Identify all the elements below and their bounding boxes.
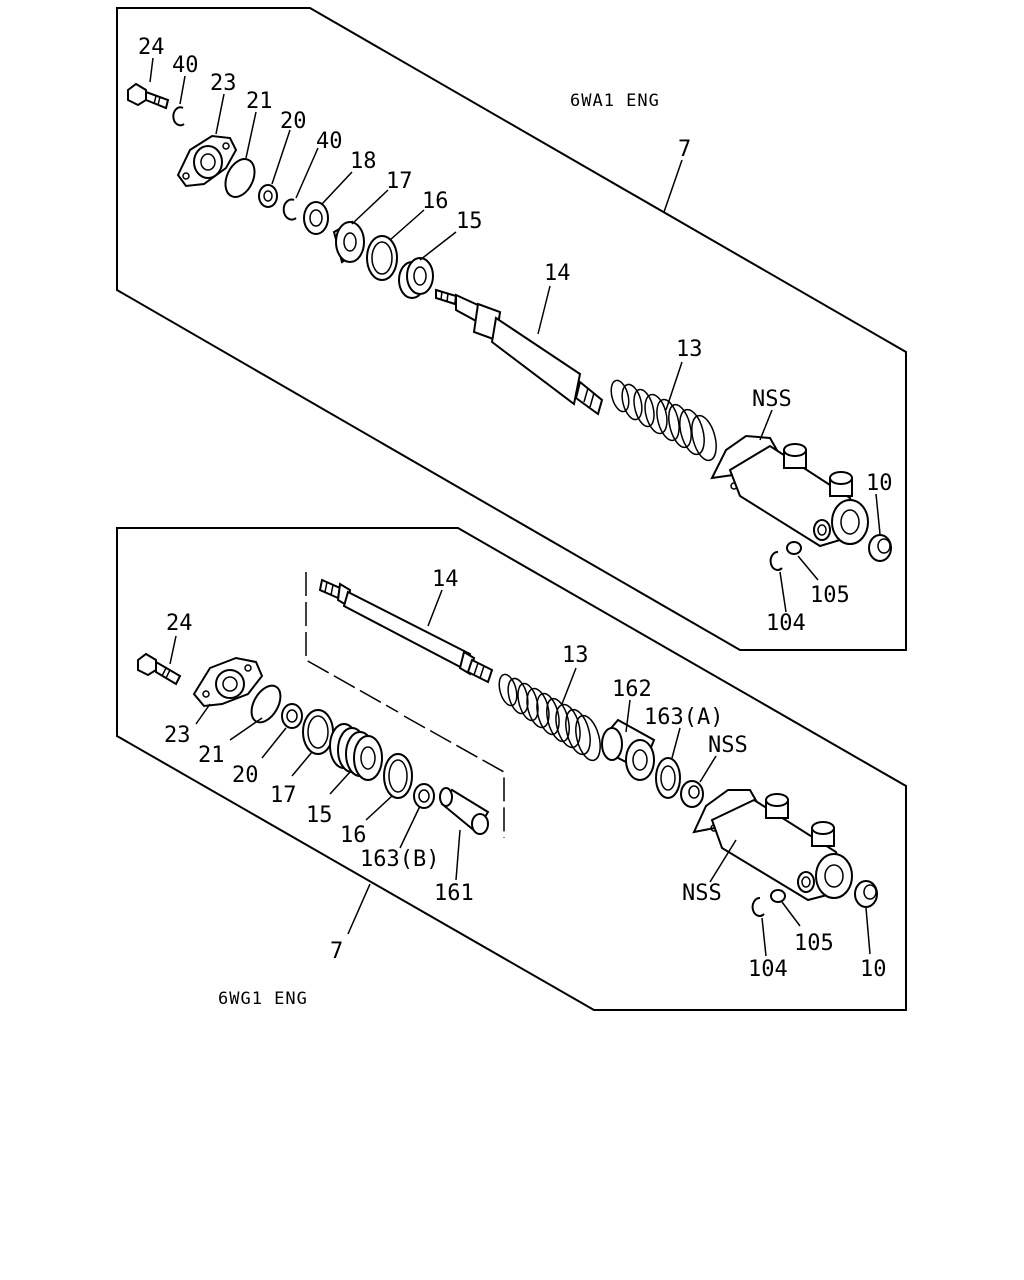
washer-163b [413,783,435,809]
label-nss-upper: NSS [752,387,792,412]
label-7-lower: 7 [330,939,343,964]
label-13-lower: 13 [562,643,589,668]
label-14-upper: 14 [544,261,571,286]
clip-104-lower [751,897,765,917]
bushing-20 [258,184,278,208]
nss-bushing-lower [680,780,704,808]
engine-label-upper: 6WA1 ENG [570,91,660,111]
label-17-upper: 17 [386,169,413,194]
spring-13 [610,379,717,462]
label-162: 162 [612,677,652,702]
label-163a: 163(A) [644,705,723,730]
snap-ring-40a [172,106,185,127]
label-104-lower: 104 [748,957,788,982]
push-rod-14 [435,288,604,416]
flange-23 [176,134,238,188]
upper-panel-border [116,7,907,651]
lower-panel-border [116,527,907,1011]
cap-10-lower [854,880,878,908]
upper-labels: 24 40 23 21 20 40 18 17 16 15 14 13 7 NS… [138,35,893,636]
seal-17 [332,220,365,264]
label-23-lower: 23 [164,723,191,748]
push-rod-14-lower [318,578,494,684]
label-16-upper: 16 [422,189,449,214]
label-15-lower: 15 [306,803,333,828]
ring-16-lower [383,753,413,799]
lower-labels: 14 24 13 162 163(A) NSS 23 21 20 17 15 1… [164,567,887,1009]
label-20-upper: 20 [280,109,307,134]
lower-leaders [169,589,871,957]
sleeve-162 [601,718,656,781]
label-10-lower: 10 [860,957,887,982]
bolt-24-lower [137,652,182,686]
label-21-lower: 21 [198,743,225,768]
label-24-lower: 24 [166,611,193,636]
washer-18 [303,201,329,235]
label-7-upper: 7 [678,137,691,162]
bushing-20-lower [281,703,303,729]
label-161: 161 [434,881,474,906]
label-13-upper: 13 [676,337,703,362]
label-14-lower: 14 [432,567,459,592]
label-23-upper: 23 [210,71,237,96]
spring-13-lower [498,673,601,762]
clip-104-upper [769,551,783,571]
lower-panel: 14 24 13 162 163(A) NSS 23 21 20 17 15 1… [116,527,907,1011]
upper-panel: 24 40 23 21 20 40 18 17 16 15 14 13 7 NS… [116,7,907,651]
cylinder-body-upper [710,434,869,548]
label-21-upper: 21 [246,89,273,114]
label-105-lower: 105 [794,931,834,956]
bleeder-105-lower [770,889,786,903]
pin-161 [439,787,490,835]
label-nss-lower-1: NSS [708,733,748,758]
label-40b-upper: 40 [316,129,343,154]
bolt-24 [127,82,170,110]
cap-10-upper [868,534,892,562]
o-ring-21 [224,158,256,198]
label-163b: 163(B) [360,847,439,872]
label-10-upper: 10 [866,471,893,496]
sub-assembly-bracket-2 [403,715,505,838]
washer-lower [797,871,815,893]
washer-163a [655,757,681,799]
ring-16 [366,235,398,281]
washer-upper [813,519,831,541]
label-24-upper: 24 [138,35,165,60]
label-17-lower: 17 [270,783,297,808]
upper-leaders [149,57,881,613]
label-104-upper: 104 [766,611,806,636]
ring-17-lower [302,709,334,755]
label-16-lower: 16 [340,823,367,848]
label-20-lower: 20 [232,763,259,788]
flange-23-lower [192,656,264,708]
label-18-upper: 18 [350,149,377,174]
sub-assembly-bracket [305,572,399,713]
piston-15 [398,257,434,299]
snap-ring-40b [282,198,297,221]
label-105-upper: 105 [810,583,850,608]
engine-label-lower: 6WG1 ENG [218,989,308,1009]
bleeder-105-upper [786,541,802,555]
label-nss-lower-2: NSS [682,881,722,906]
piston-15-lower [329,723,383,781]
label-40a-upper: 40 [172,53,199,78]
label-15-upper: 15 [456,209,483,234]
